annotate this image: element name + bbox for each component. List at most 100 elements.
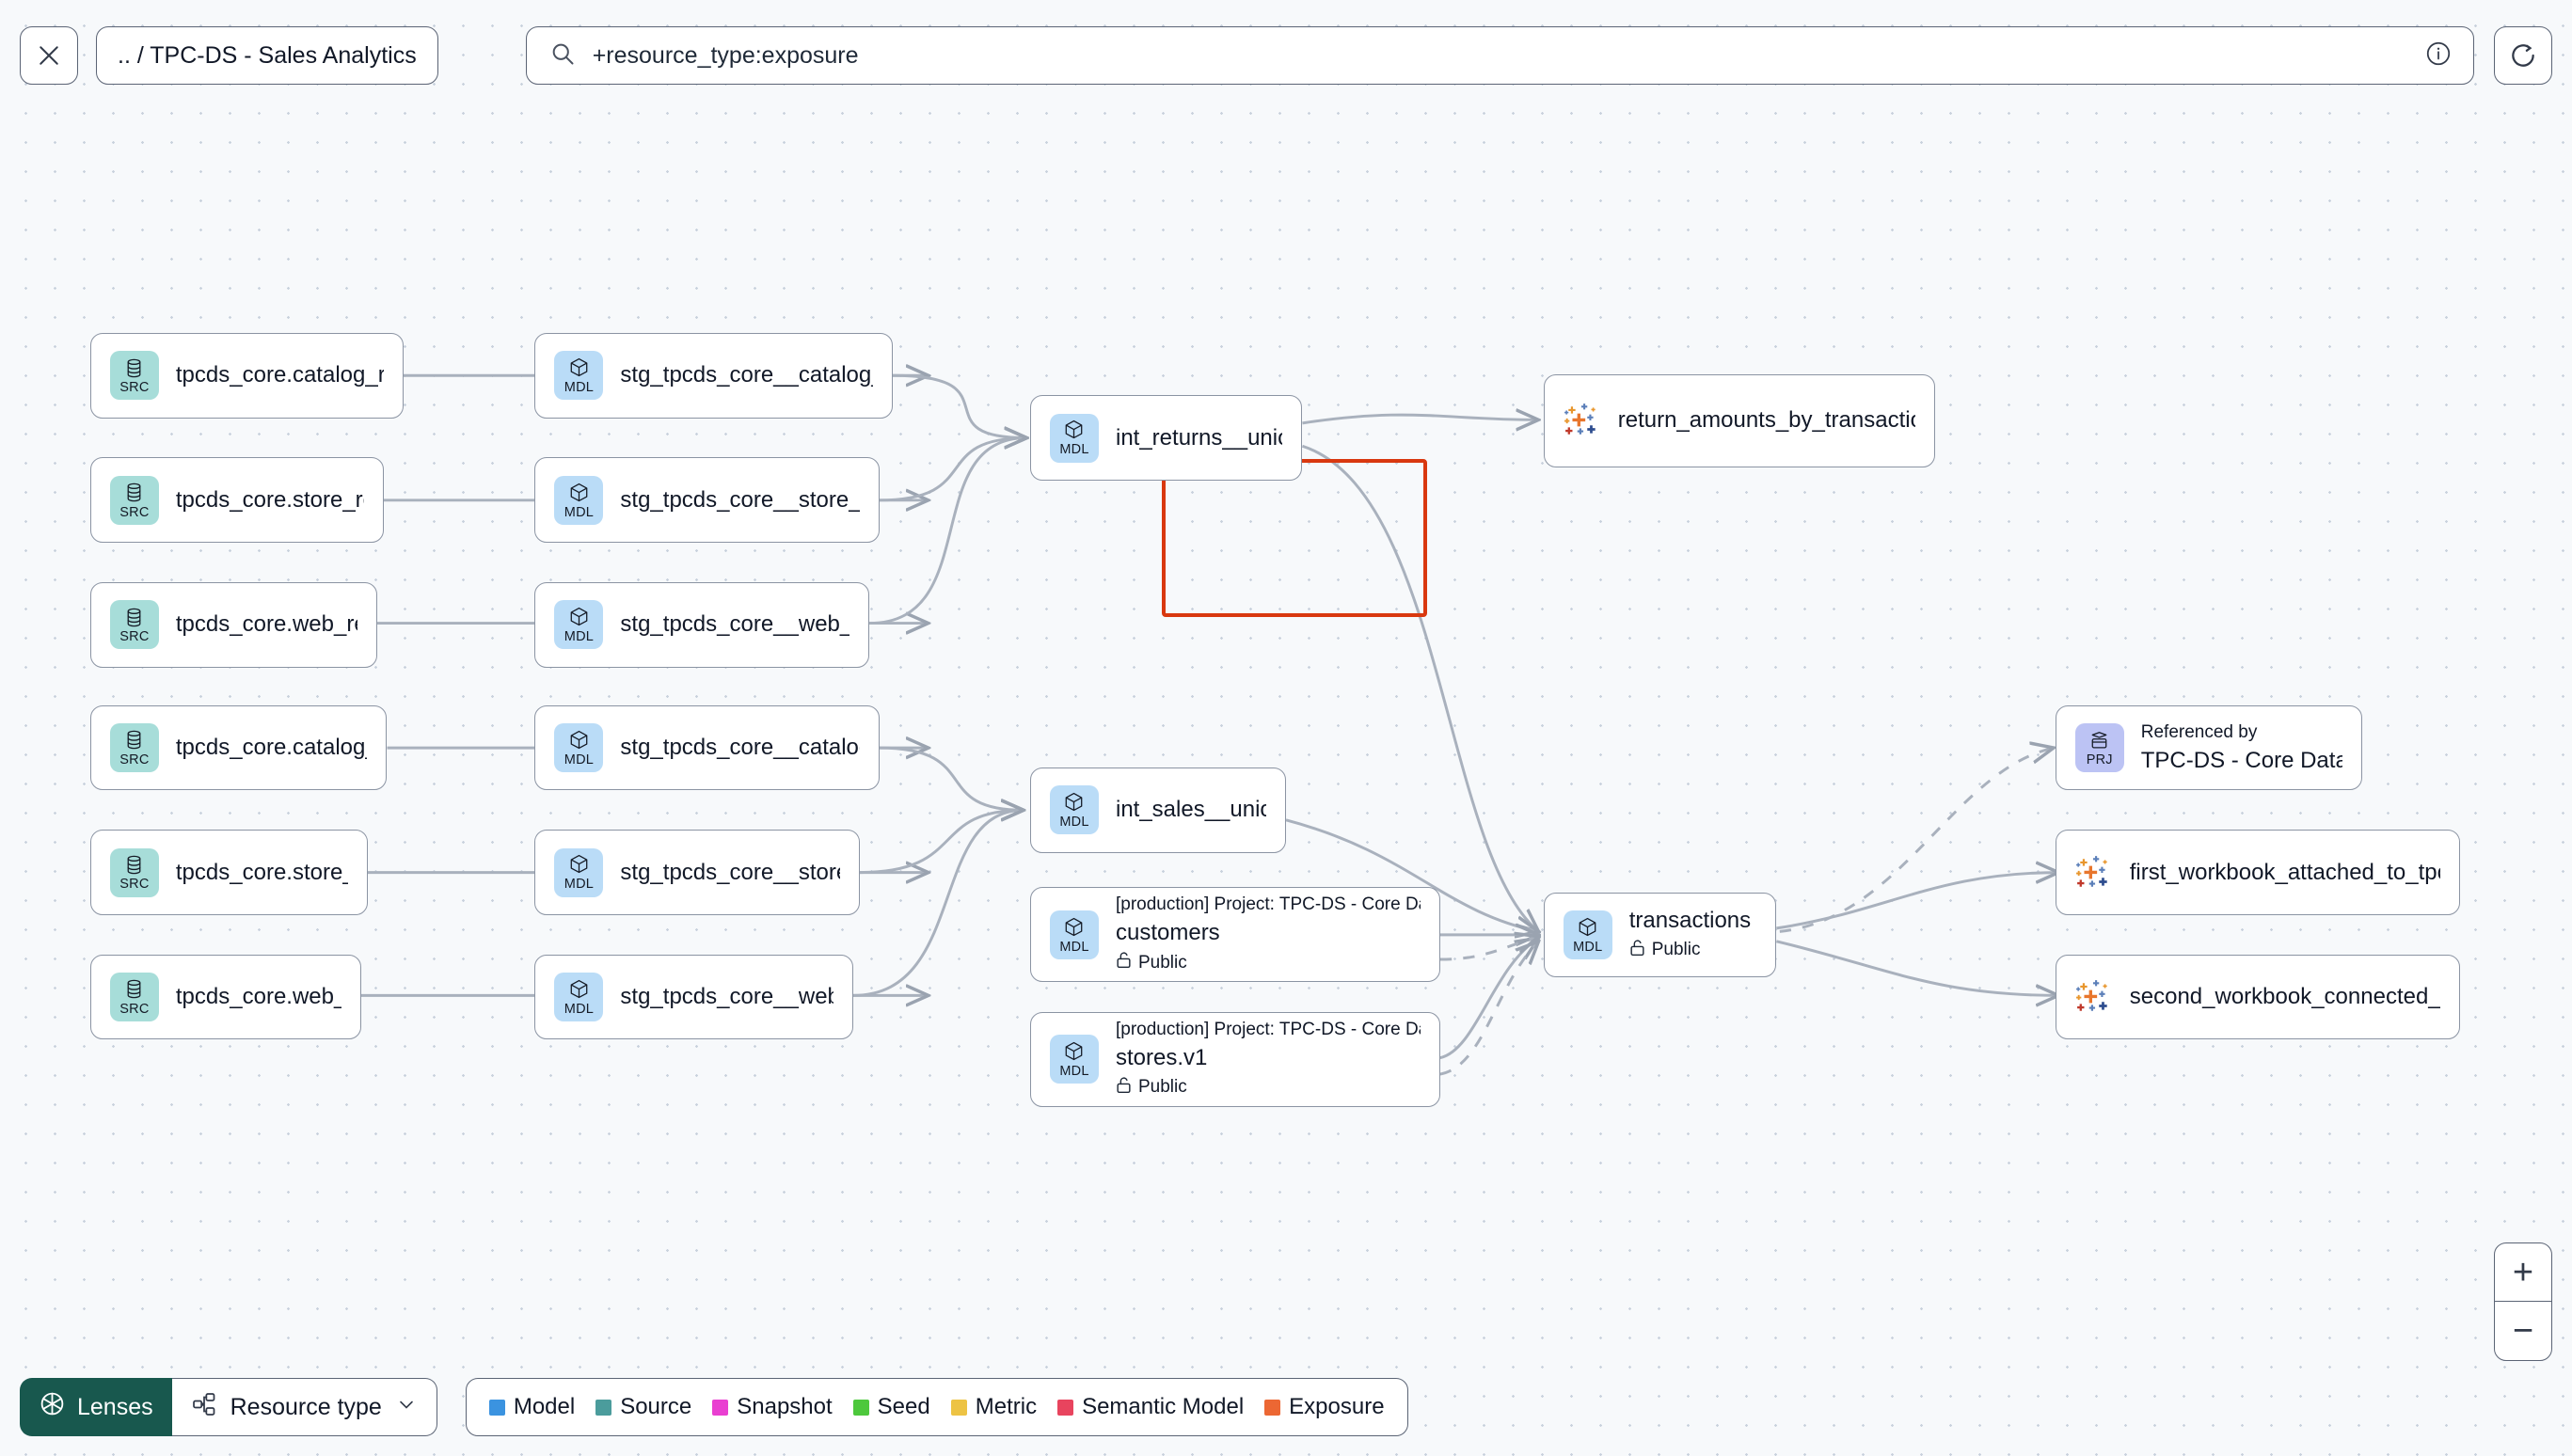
cube-icon: [1064, 791, 1084, 814]
node-visibility: Public: [1629, 939, 1751, 962]
kind-badge-mdl: MDL: [554, 600, 604, 650]
node-labels: tpcds_core.web_sales: [176, 984, 341, 1010]
node-subtitle: [production] Project: TPC-DS - Core Data…: [1115, 1019, 1421, 1039]
kind-badge-label: MDL: [1059, 442, 1089, 458]
node-title: tpcds_core.catalog_sales: [175, 735, 368, 761]
node-first_workbook[interactable]: first_workbook_attached_to_tpc-ds_-_…: [2055, 830, 2461, 915]
legend-swatch: [595, 1399, 612, 1416]
node-stg_store_returns[interactable]: MDL stg_tpcds_core__store_returns: [534, 457, 880, 544]
node-stores_v1[interactable]: MDL [production] Project: TPC-DS - Core D…: [1029, 1011, 1440, 1107]
cube-icon: [1064, 419, 1084, 441]
unlock-icon: [1116, 1076, 1132, 1100]
node-title: return_amounts_by_transaction_type: [1617, 407, 1916, 434]
search-bar[interactable]: [525, 26, 2474, 85]
zoom-out-button[interactable]: −: [2495, 1302, 2551, 1360]
node-labels: stg_tpcds_core__catalog_returns: [620, 362, 872, 388]
refresh-icon: [2508, 40, 2538, 71]
node-second_workbook[interactable]: second_workbook_connected_to_live…: [2055, 954, 2461, 1040]
legend-item-source[interactable]: Source: [595, 1394, 691, 1420]
legend-item-model[interactable]: Model: [488, 1394, 576, 1420]
kind-badge-mdl: MDL: [1049, 413, 1099, 463]
legend-item-snapshot[interactable]: Snapshot: [712, 1394, 833, 1420]
node-customers[interactable]: MDL[production] Project: TPC-DS - Core D…: [1029, 887, 1440, 983]
breadcrumb[interactable]: .. / TPC-DS - Sales Analytics: [96, 26, 438, 85]
node-labels: tpcds_core.web_returns: [176, 611, 357, 638]
refresh-button[interactable]: [2494, 26, 2552, 85]
kind-badge-label: SRC: [119, 380, 150, 396]
lenses-button[interactable]: Lenses: [20, 1378, 172, 1436]
node-visibility: Public: [1116, 951, 1421, 974]
legend-label: Model: [513, 1394, 576, 1419]
database-icon: [125, 606, 143, 628]
project-icon: [2089, 729, 2109, 752]
exposure-icon: [1564, 402, 1601, 439]
cube-icon: [1064, 1040, 1084, 1063]
zoom-controls[interactable]: + −: [2494, 1242, 2552, 1361]
node-src_store_returns[interactable]: SRC tpcds_core.store_returns: [89, 457, 384, 544]
kind-badge-mdl: MDL: [554, 351, 604, 401]
node-title: customers: [1115, 920, 1220, 946]
node-title: int_sales__unioned: [1115, 797, 1266, 823]
info-icon[interactable]: [2424, 40, 2453, 72]
legend-label: Snapshot: [737, 1394, 833, 1419]
cube-icon: [569, 729, 589, 752]
kind-badge-label: SRC: [119, 504, 150, 520]
node-return_amounts[interactable]: return_amounts_by_transaction_type: [1543, 373, 1936, 467]
legend-swatch: [950, 1399, 967, 1416]
node-labels: first_workbook_attached_to_tpc-ds_-_…: [2130, 860, 2441, 886]
kind-badge-label: MDL: [1573, 939, 1603, 955]
zoom-in-button[interactable]: +: [2495, 1243, 2551, 1302]
chevron-down-icon: [395, 1393, 418, 1422]
node-title: stg_tpcds_core__store_returns: [620, 486, 859, 513]
node-labels: return_amounts_by_transaction_type: [1618, 407, 1916, 434]
kind-badge-label: MDL: [1059, 1064, 1089, 1080]
legend-item-metric[interactable]: Metric: [950, 1394, 1037, 1420]
exposure-icon: [2075, 854, 2113, 892]
cube-icon: [569, 606, 589, 628]
node-title: stg_tpcds_core__catalog_sales: [620, 735, 859, 761]
legend-item-seed[interactable]: Seed: [852, 1394, 930, 1420]
legend-item-semantic-model[interactable]: Semantic Model: [1057, 1394, 1244, 1420]
node-labels: [production] Project: TPC-DS - Core Data…: [1116, 894, 1421, 974]
lenses-label: Lenses: [77, 1393, 153, 1420]
node-labels: tpcds_core.store_returns: [176, 487, 364, 514]
node-stg_catalog_returns[interactable]: MDL stg_tpcds_core__catalog_returns: [534, 332, 893, 419]
close-button[interactable]: [20, 26, 78, 85]
kind-badge-label: MDL: [564, 629, 595, 645]
plus-icon: +: [2512, 1252, 2534, 1292]
database-icon: [125, 978, 143, 1001]
node-subtitle: [production] Project: TPC-DS - Core Data…: [1115, 894, 1421, 915]
kind-badge-label: MDL: [564, 504, 595, 520]
node-int_sales_unioned[interactable]: MDL int_sales__unioned: [1029, 768, 1286, 853]
kind-badge-label: MDL: [1059, 815, 1089, 831]
kind-badge-prj: PRJ: [2074, 723, 2124, 773]
legend-label: Semantic Model: [1082, 1394, 1245, 1419]
node-title: stg_tpcds_core__store_sales: [620, 859, 839, 885]
kind-badge-label: SRC: [119, 877, 150, 893]
legend-item-exposure[interactable]: Exposure: [1264, 1394, 1385, 1420]
legend-swatch: [852, 1399, 869, 1416]
node-labels: stg_tpcds_core__store_returns: [620, 487, 859, 514]
exposure-icon: [2075, 978, 2113, 1016]
search-input[interactable]: [592, 27, 2424, 84]
node-labels: stg_tpcds_core__catalog_sales: [620, 735, 859, 761]
legend-label: Exposure: [1289, 1394, 1385, 1419]
node-title: second_workbook_connected_to_live…: [2129, 984, 2441, 1010]
resource-type-dropdown[interactable]: Resource type: [171, 1378, 437, 1436]
kind-badge-mdl: MDL: [1049, 785, 1099, 835]
